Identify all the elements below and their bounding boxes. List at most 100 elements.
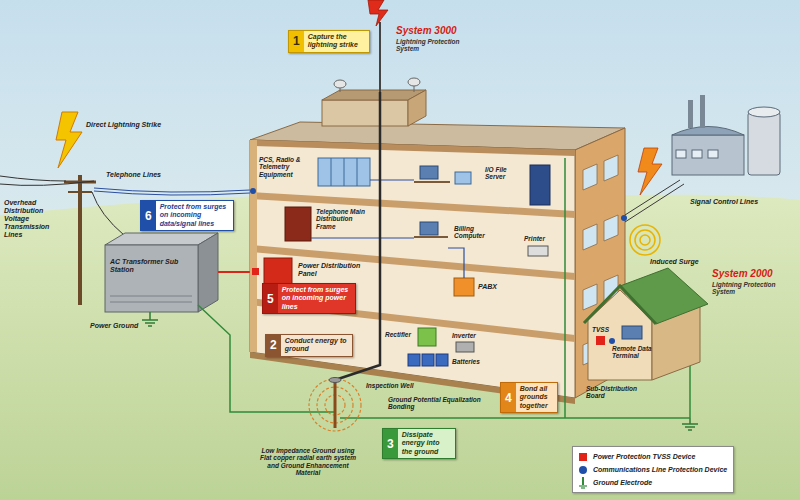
surge-wave [635, 230, 655, 250]
callout-number: 4 [501, 383, 516, 412]
building [604, 155, 618, 181]
transformer-substation [110, 296, 192, 297]
equipment [344, 158, 345, 186]
remote-house [584, 268, 708, 380]
callout-number: 2 [266, 335, 281, 356]
ground-note: Low Impedance Ground using Flat copper r… [256, 447, 360, 477]
protection-device [252, 268, 259, 275]
callout-text: Capture the lightning strike [304, 31, 369, 52]
callout-box: 6Protect from surges on incoming data/si… [140, 200, 234, 231]
ground-symbol [682, 423, 698, 425]
ground-electrode [334, 380, 337, 428]
equipment-label: Inverter [452, 332, 476, 339]
ground-symbol [149, 312, 151, 320]
ground-symbol [142, 319, 158, 321]
building [250, 140, 575, 156]
callout-text: Conduct energy to ground [281, 335, 352, 356]
callout-box: 4Bond all grounds together [500, 382, 558, 413]
equipment [414, 181, 450, 183]
line-label: Overhead Distribution Voltage Transmissi… [4, 199, 66, 239]
legend-icon [579, 477, 587, 489]
building [583, 224, 597, 250]
factory [688, 100, 693, 128]
equipment [331, 158, 332, 186]
legend-text: Communications Line Protection Device [593, 466, 727, 473]
equipment [422, 354, 434, 366]
transformer-substation [105, 233, 218, 312]
factory [676, 150, 686, 158]
ground-symbol [148, 325, 152, 327]
factory [708, 150, 718, 158]
building [414, 86, 415, 92]
protection-device [250, 188, 256, 194]
protection-device [596, 336, 605, 345]
legend-icon [582, 477, 584, 485]
remote-house [584, 286, 656, 324]
callout-box: 5Protect from surges on incoming power l… [262, 283, 356, 314]
ground-wire [689, 366, 691, 418]
overhead-wire [92, 192, 125, 236]
building [322, 100, 408, 126]
equipment-label: Batteries [452, 358, 480, 365]
device-label: TVSS [592, 326, 609, 333]
factory [672, 135, 744, 175]
protection-device [250, 188, 627, 345]
callout-number: 6 [141, 201, 156, 230]
telephone-wire [94, 191, 250, 195]
building [340, 88, 341, 92]
utility-pole [78, 175, 82, 305]
remote-house [622, 326, 642, 339]
surge-wave [630, 225, 660, 255]
callout-box: 2Conduct energy to ground [265, 334, 353, 357]
ground-symbol [689, 418, 691, 424]
building [583, 164, 597, 190]
equipment [264, 158, 550, 366]
system-subtitle: Lightning Protection System [396, 38, 470, 53]
equipment-label: Billing Computer [454, 225, 496, 240]
equipment [454, 278, 474, 296]
equipment-label: PABX [478, 283, 497, 291]
equipment [530, 165, 550, 205]
strike-label: Direct Lightning Strike [86, 121, 161, 129]
equipment [357, 158, 358, 186]
ground-symbol [145, 322, 155, 324]
lightning-bolt [56, 112, 82, 168]
system-subtitle: Lightning Protection System [712, 281, 788, 296]
callout-number: 5 [263, 284, 278, 313]
ground-label: Power Ground [90, 322, 138, 330]
data-wire [370, 179, 414, 180]
ground-electrode [309, 378, 361, 432]
equipment [456, 342, 474, 352]
ground-electrode [309, 379, 361, 431]
legend-row: Ground Electrode [579, 476, 727, 489]
ground-electrode [309, 379, 361, 431]
protection-device [621, 215, 627, 221]
equipment [318, 158, 370, 186]
line-label: Telephone Lines [106, 171, 161, 179]
equipment-label: I/O File Server [485, 166, 527, 181]
ground-wire [564, 158, 566, 418]
legend-icon [579, 485, 587, 486]
legend-icon [581, 487, 585, 488]
equipment [436, 354, 448, 366]
callout-text: Protect from surges on incoming power li… [278, 284, 355, 313]
callout-text: Protect from surges on incoming data/sig… [156, 201, 233, 230]
lightning-bolt [368, 0, 388, 26]
utility-pole [64, 175, 96, 305]
legend-box: Power Protection TVSS DeviceCommunicatio… [572, 446, 734, 493]
equipment-label: Printer [524, 235, 545, 242]
equipment-label: Rectifier [385, 331, 411, 338]
equipment [420, 166, 438, 179]
surge-wave [640, 235, 650, 245]
equipment [285, 207, 311, 241]
callout-number: 1 [289, 31, 304, 52]
telephone-wire [94, 188, 250, 192]
building [604, 215, 618, 241]
utility-pole [68, 191, 92, 193]
factory [672, 95, 780, 175]
signal-wire [625, 180, 680, 215]
ground-wire [198, 158, 690, 418]
